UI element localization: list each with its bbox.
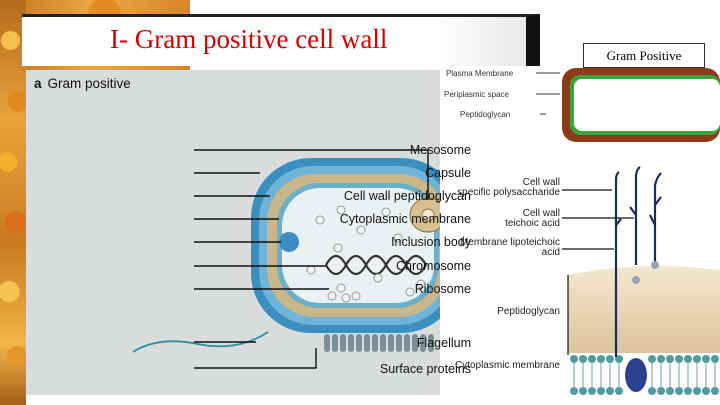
surface-proteins [324, 334, 434, 352]
bacterial-cell-illustration [132, 149, 440, 369]
autumn-leaves-strip [0, 0, 26, 405]
label-mesosome: Mesosome [409, 143, 471, 157]
label-cytoplasmic-membrane-right: Cytoplasmic membrane [454, 360, 560, 371]
label-periplasmic-space: Periplasmic space [444, 90, 509, 99]
label-surface-proteins: Surface proteins [379, 362, 471, 376]
inclusion-body [279, 232, 299, 252]
cell-envelope-mini-diagram [536, 68, 720, 142]
label-chromosome: Chromosome [395, 259, 471, 273]
title-bar [22, 14, 540, 66]
label-cell-wall-peptidoglycan: Cell wall peptidoglycan [343, 189, 471, 203]
label-peptidoglycan-small: Peptidoglycan [460, 110, 511, 119]
label-plasma-membrane: Plasma Membrane [446, 69, 514, 78]
ribosomes [306, 205, 426, 303]
label-peptidoglycan: Peptidoglycan [497, 306, 560, 317]
right-leader-lines [562, 189, 634, 355]
leader-lines [194, 149, 429, 369]
peptidoglycan-layer [568, 266, 720, 355]
label-cytoplasmic-membrane: Cytoplasmic membrane [339, 212, 471, 226]
teichoic-acid-strands [614, 166, 662, 357]
gram-positive-heading-box: Gram Positive [583, 43, 705, 68]
membrane-bilayer [568, 353, 720, 405]
label-flagellum: Flagellum [416, 336, 471, 350]
membrane-protein [625, 358, 647, 392]
label-inclusion-body: Inclusion body [391, 235, 471, 249]
label-capsule: Capsule [425, 166, 471, 180]
label-ribosome: Ribosome [414, 282, 471, 296]
slide-title: I- Gram positive cell wall [110, 24, 388, 54]
cell-wall-structure-illustration [562, 166, 720, 405]
